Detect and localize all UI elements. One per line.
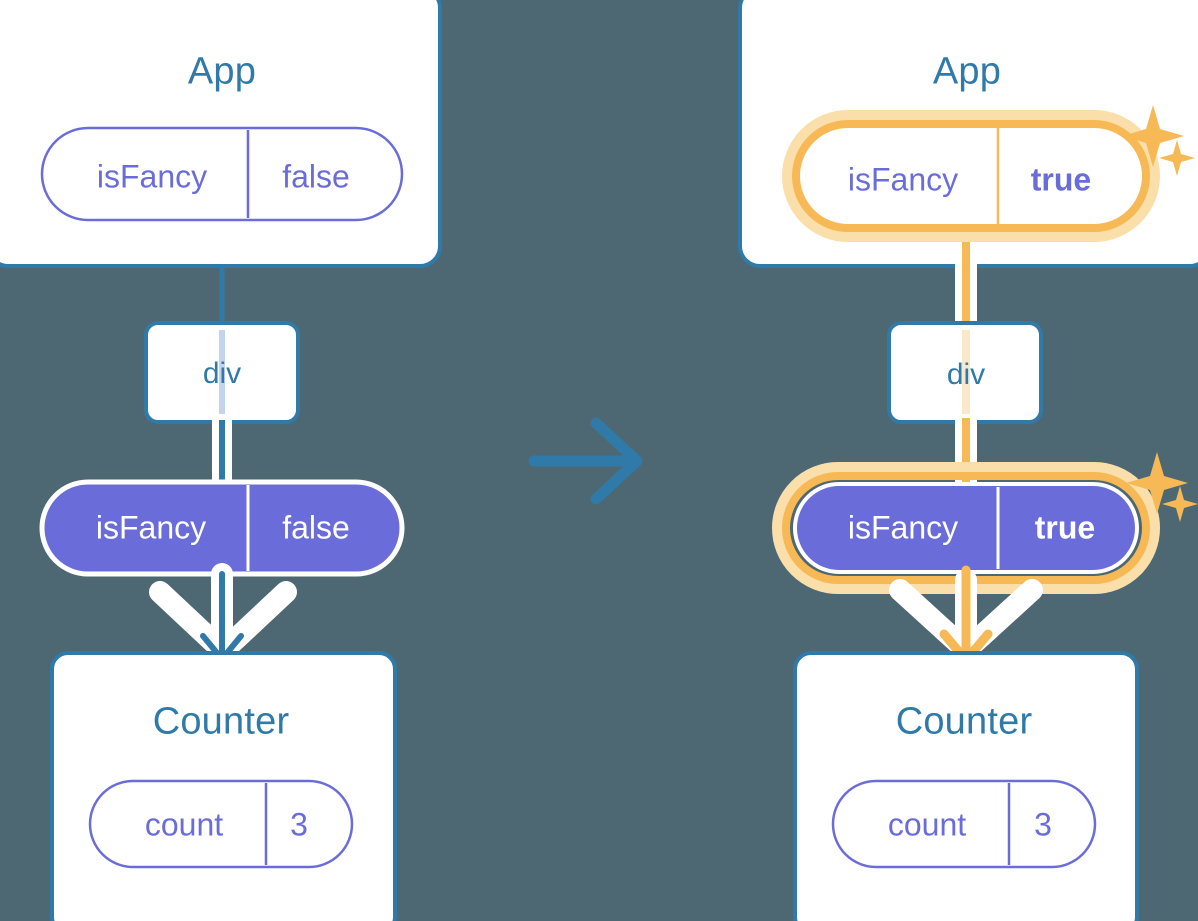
left-counter-state-pill — [88, 779, 354, 869]
arrow-right-icon — [528, 417, 643, 505]
left-prop-pill — [39, 479, 405, 577]
sparkle-large-icon — [1122, 105, 1184, 167]
sparkle-small-icon-2 — [1162, 486, 1198, 522]
left-div-box — [144, 321, 300, 424]
left-app-state-pill — [40, 126, 404, 222]
left-blue-arrow — [200, 571, 244, 662]
right-div-box — [887, 321, 1043, 424]
sparkle-large-icon-2 — [1126, 452, 1188, 514]
right-app-state-pill — [782, 110, 1160, 242]
right-counter-state-pill — [831, 779, 1097, 869]
sparkle-small-icon — [1159, 140, 1195, 176]
right-prop-pill — [772, 462, 1160, 594]
